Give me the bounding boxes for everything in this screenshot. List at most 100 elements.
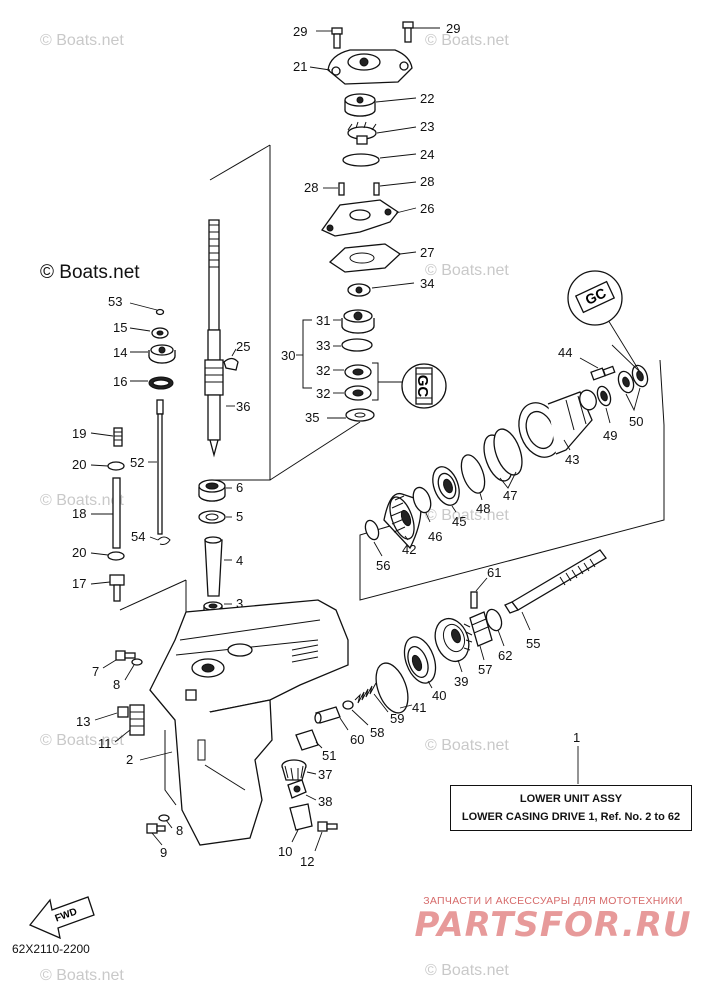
watermark: © Boats.net <box>425 737 509 754</box>
bolt-29-left <box>331 27 343 49</box>
callout-11: 11 <box>98 736 112 751</box>
callout-42: 42 <box>402 542 416 557</box>
group-bracket-30 <box>302 319 312 389</box>
callout-34: 34 <box>420 276 434 291</box>
o-ring <box>341 338 373 352</box>
grease-symbol-icon: GC <box>567 270 623 326</box>
lower-casing <box>149 599 349 846</box>
callout-9: 9 <box>160 845 167 860</box>
callout-18: 18 <box>72 506 86 521</box>
callout-55: 55 <box>526 636 540 651</box>
callout-26: 26 <box>420 201 434 216</box>
washer-8 <box>158 814 170 822</box>
assembly-reference-box: LOWER UNIT ASSY LOWER CASING DRIVE 1, Re… <box>450 785 692 831</box>
outer-plate <box>321 199 399 237</box>
callout-1: 1 <box>573 730 580 745</box>
reverse-gear <box>383 492 422 550</box>
bracket-line <box>209 144 271 181</box>
drive-shaft-bearing <box>198 479 226 502</box>
bearing-45 <box>432 466 460 506</box>
callout-31: 31 <box>316 313 330 328</box>
callout-58: 58 <box>370 725 384 740</box>
callout-2: 2 <box>126 752 133 767</box>
shim-56 <box>364 519 380 541</box>
callout-38: 38 <box>318 794 332 809</box>
sleeve <box>204 539 223 597</box>
bolt-12 <box>317 821 338 832</box>
diagram-code: 62X2110-2200 <box>12 942 90 956</box>
callout-29: 29 <box>446 21 460 36</box>
circlip <box>155 308 165 316</box>
shop-logo: PARTSFOR.RU <box>414 905 692 945</box>
callout-13: 13 <box>76 714 90 729</box>
svg-text:GC: GC <box>414 375 431 398</box>
gasket-ring <box>342 153 380 167</box>
callout-56: 56 <box>376 558 390 573</box>
callout-40: 40 <box>432 688 446 703</box>
grommet-17 <box>109 574 125 602</box>
callout-16: 16 <box>113 374 127 389</box>
bolt-29-right <box>402 21 414 43</box>
callout-50: 50 <box>629 414 643 429</box>
assembly-title: LOWER UNIT ASSY <box>519 793 623 805</box>
callout-44: 44 <box>558 345 572 360</box>
watermark: © Boats.net <box>425 507 509 524</box>
callout-41: 41 <box>412 700 426 715</box>
anode-10 <box>289 803 313 831</box>
shop-watermark: ЗАПЧАСТИ И АКСЕССУАРЫ ДЛЯ МОТОТЕХНИКИ PA… <box>403 895 703 945</box>
callout-53: 53 <box>108 294 122 309</box>
shop-tagline: ЗАПЧАСТИ И АКСЕССУАРЫ ДЛЯ МОТОТЕХНИКИ <box>423 895 683 907</box>
callout-54: 54 <box>131 529 145 544</box>
ball-58 <box>342 700 354 710</box>
nut-20 <box>107 551 125 561</box>
insert-cartridge <box>344 93 376 117</box>
washer-8 <box>131 658 143 666</box>
callout-4: 4 <box>236 553 243 568</box>
callout-7: 7 <box>92 664 99 679</box>
callout-59: 59 <box>390 711 404 726</box>
shim-46 <box>412 486 432 514</box>
callout-36: 36 <box>236 399 250 414</box>
shift-rod <box>156 399 164 535</box>
pump-housing <box>327 49 413 85</box>
bolt-44 <box>590 365 616 381</box>
nut-20 <box>107 461 125 471</box>
propeller-shaft <box>504 549 607 614</box>
propeller-shaft-housing <box>518 389 597 458</box>
callout-10: 10 <box>278 844 292 859</box>
callout-43: 43 <box>565 452 579 467</box>
callout-3: 3 <box>236 596 243 611</box>
callout-49: 49 <box>603 428 617 443</box>
callout-46: 46 <box>428 529 442 544</box>
callout-21: 21 <box>293 59 307 74</box>
assembly-subtitle: LOWER CASING DRIVE 1, Ref. No. 2 to 62 <box>461 811 681 823</box>
callout-60: 60 <box>350 732 364 747</box>
callout-28: 28 <box>420 174 434 189</box>
clip <box>157 536 171 545</box>
callout-52: 52 <box>130 455 144 470</box>
callout-28: 28 <box>304 180 318 195</box>
plug-13 <box>117 706 129 718</box>
dog-clutch <box>469 611 493 647</box>
grease-symbol-icon: GC <box>401 363 447 409</box>
callout-51: 51 <box>322 748 336 763</box>
watermark: © Boats.net <box>40 32 124 49</box>
watermark: © Boats.net <box>425 32 509 49</box>
anode-11 <box>129 704 145 736</box>
callout-6: 6 <box>236 480 243 495</box>
o-ring-41 <box>375 662 409 714</box>
callout-17: 17 <box>72 576 86 591</box>
callout-45: 45 <box>452 514 466 529</box>
spring-59 <box>354 682 377 704</box>
callout-22: 22 <box>420 91 434 106</box>
callout-37: 37 <box>318 767 332 782</box>
callout-33: 33 <box>316 338 330 353</box>
callout-5: 5 <box>236 509 243 524</box>
callout-39: 39 <box>454 674 468 689</box>
watermark: © Boats.net <box>40 732 124 749</box>
callout-61: 61 <box>487 565 501 580</box>
callout-29: 29 <box>293 24 307 39</box>
rod-18 <box>112 477 121 549</box>
bolt-9 <box>146 823 166 834</box>
callout-20: 20 <box>72 545 86 560</box>
